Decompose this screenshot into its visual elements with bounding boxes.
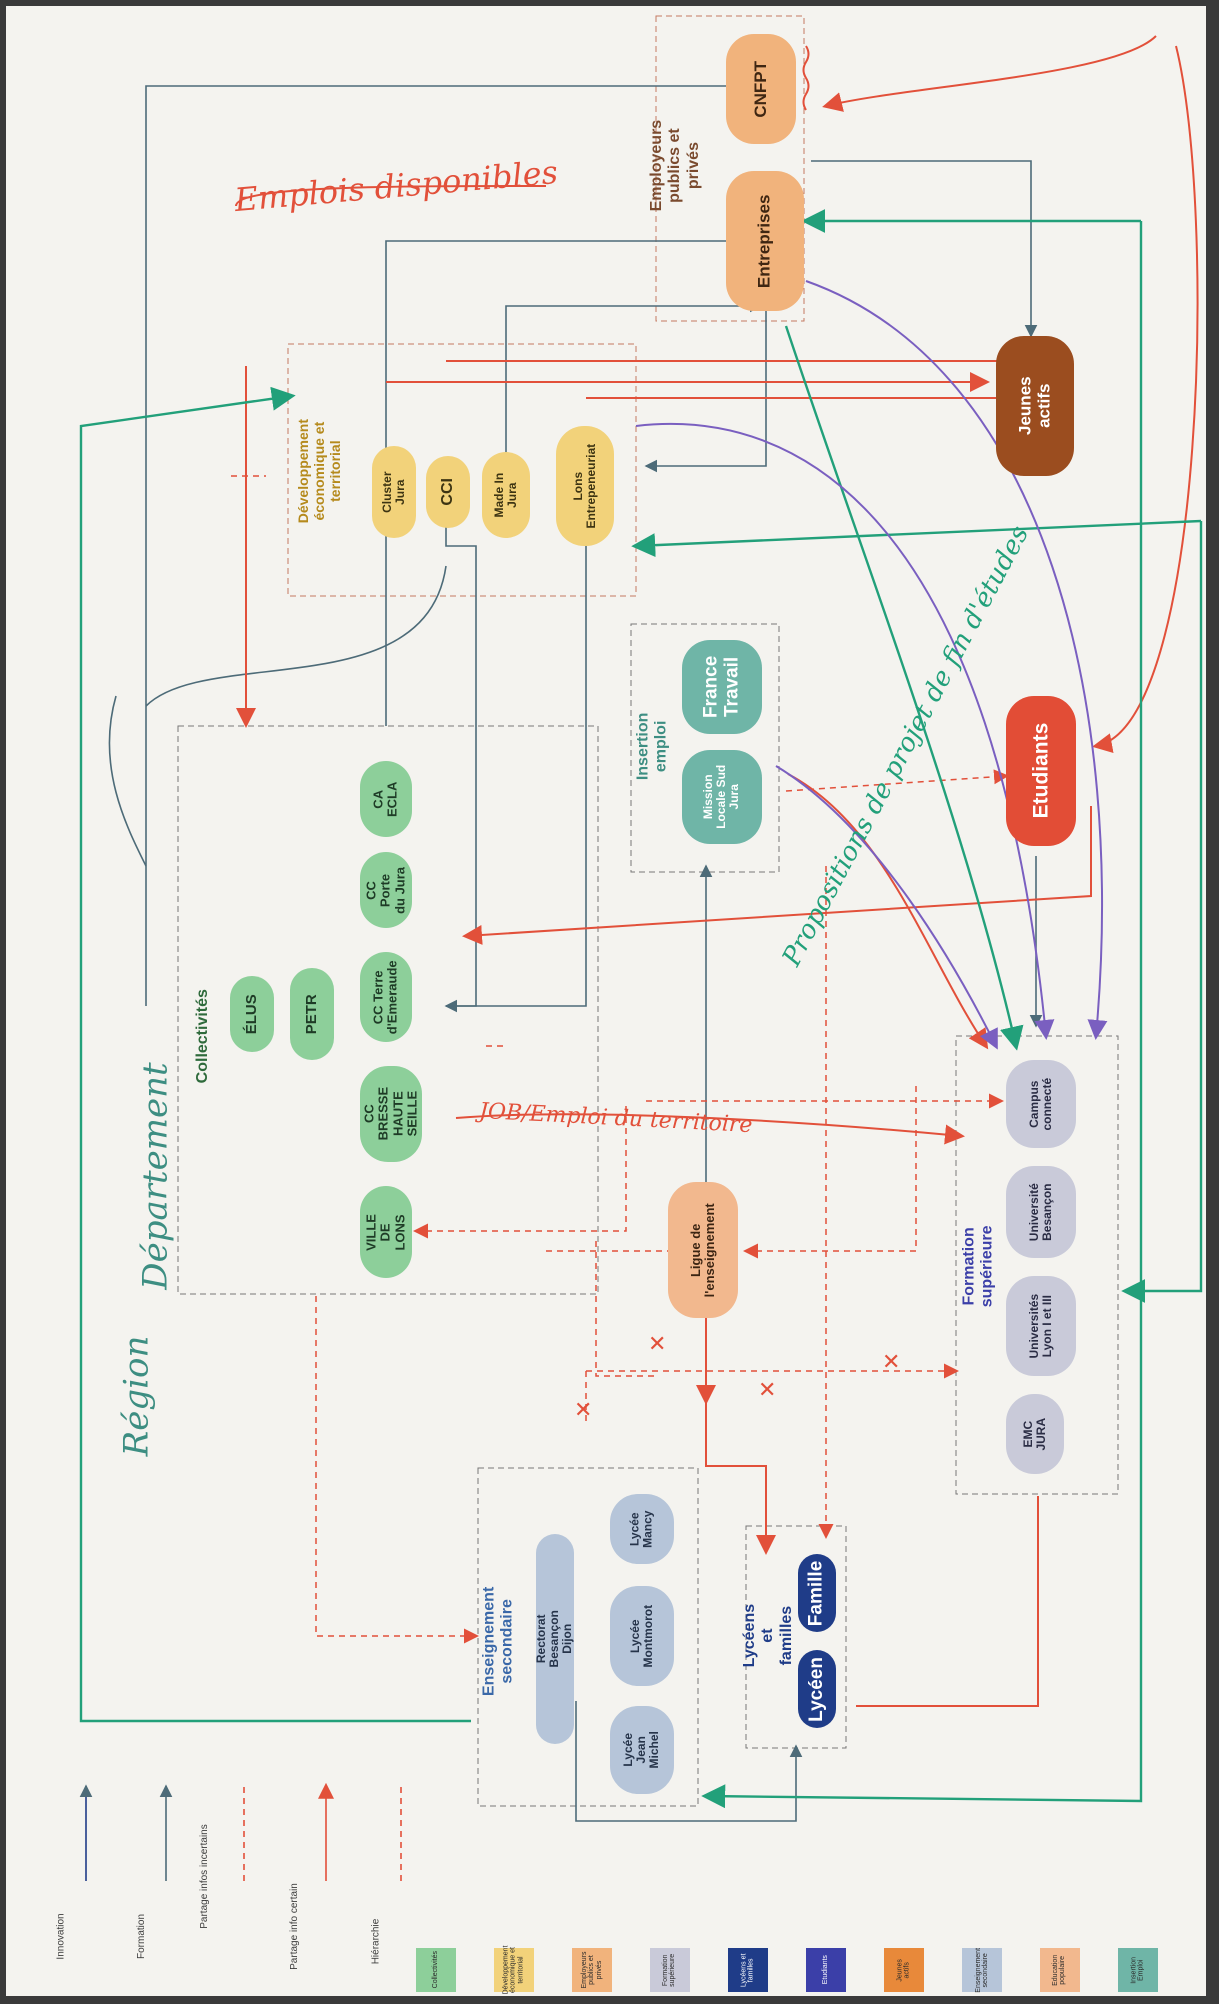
poster: Employeurs publics et privés Développeme… [6,6,1206,1996]
node-universite-besancon[interactable]: Université Besançon [1006,1166,1076,1258]
legend-swatch-label: Enseignement secondaire [974,1947,990,1993]
node-campus-connecte[interactable]: Campus connecté [1006,1060,1076,1148]
node-lons-entrepreneuriat[interactable]: Lons Entrepeneuriat [556,426,614,546]
legend-swatch-label: Jeunes actifs [896,1958,911,1982]
node-cc-terre-emeraude[interactable]: CC Terre d'Emeraude [360,952,412,1042]
legend-hierarchie: Hiérarchie [370,1918,382,1964]
node-cci[interactable]: CCI [426,456,470,528]
node-mission-locale[interactable]: Mission Locale Sud Jura [682,750,762,844]
node-lyceen[interactable]: Lycéen [798,1650,836,1728]
node-jeunes-actifs[interactable]: Jeunes actifs [996,336,1074,476]
node-ligue-enseignement[interactable]: Ligue de l'enseignement [668,1182,738,1318]
group-box-enseignement [477,1467,699,1807]
node-cluster-jura[interactable]: Cluster Jura [372,446,416,538]
group-title-developpement: Développement économique et territorial [294,418,344,524]
group-title-employeurs: Employeurs publics et privés [648,120,703,212]
annotation-job-emploi: JOB/Emploi du territoire [478,1098,754,1138]
group-title-enseignement: Enseignement secondaire [480,1586,517,1696]
node-petr[interactable]: PETR [290,968,334,1060]
node-rectorat[interactable]: Rectorat Besançon Dijon [534,1534,575,1744]
cross-mark-4: ✕ [882,1350,901,1375]
node-elus[interactable]: ÉLUS [230,976,274,1052]
group-box-developpement [287,343,637,597]
legend-swatch-label: Développement économique et territorial [502,1945,525,1995]
legend-swatch: Education populaire [1040,1948,1080,1992]
node-lycee-mancy[interactable]: Lycée Mancy [610,1494,674,1564]
legend-swatch: Collectivités [416,1948,456,1992]
annotation-propositions: Propositions de projet de fin d'études [776,520,1036,972]
cross-mark-2: ✕ [648,1332,667,1357]
legend-swatch: Etudiants [806,1948,846,1992]
legend-swatch: Développement économique et territorial [494,1945,534,1995]
connectors-layer [79,15,1203,1881]
legend-swatch-label: Insertion Emploi [1130,1956,1145,1984]
node-ville-lons[interactable]: VILLE DE LONS [360,1186,412,1278]
legend-swatch-label: Formation supérieure [662,1953,677,1987]
node-lycee-montmorot[interactable]: Lycée Montmorot [610,1586,674,1686]
legend-swatch-label: Education populaire [1052,1954,1067,1986]
legend-swatch: Enseignement secondaire [962,1948,1002,1992]
cross-mark-3: ✕ [758,1378,777,1403]
node-lycee-jean-michel[interactable]: Lycée Jean Michel [610,1706,674,1794]
legend-swatch-label: Employeurs publics et privés [580,1951,603,1989]
node-cc-porte-jura[interactable]: CC Porte du Jura [360,852,412,928]
node-cc-bresse[interactable]: CC BRESSE HAUTE SEILLE [360,1066,422,1162]
legend-swatch: Jeunes actifs [884,1948,924,1992]
annotation-region: Région [116,1335,157,1457]
node-emc-jura[interactable]: EMC JURA [1006,1394,1064,1474]
group-box-employeurs [655,15,805,322]
annotation-departement: Département [136,1062,176,1290]
legend-swatch: Employeurs publics et privés [572,1948,612,1992]
group-title-collectivites: Collectivités [193,988,211,1084]
legend-partage-incertain: Partage infos incertains [198,1823,210,1929]
legend-partage-certain: Partage info certain [288,1882,300,1970]
group-title-lyceens: Lycéens et familles [741,1604,796,1668]
legend-swatch: Insertion Emploi [1118,1948,1158,1992]
node-entreprises[interactable]: Entreprises [726,171,804,311]
node-etudiants[interactable]: Etudiants [1006,696,1076,846]
node-france-travail[interactable]: France Travail [682,640,762,734]
legend-swatch-label: Etudiants [822,1955,830,1985]
node-ca-ecla[interactable]: CA ECLA [360,761,412,837]
legend-swatch: Lycéens et familles [728,1948,768,1992]
group-title-formation-sup: Formation supérieure [960,1225,996,1307]
annotation-emplois-disponibles: Emplois disponibles [232,152,560,220]
node-universites-lyon[interactable]: Universités Lyon I et III [1006,1276,1076,1376]
legend-swatch: Formation supérieure [650,1948,690,1992]
node-made-in-jura[interactable]: Made In Jura [482,452,530,538]
group-box-collectivites [177,725,599,1295]
node-famille[interactable]: Famille [798,1554,836,1632]
legend-swatch-label: Lycéens et familles [740,1953,755,1987]
cross-mark-1: ✕ [574,1398,593,1423]
legend-formation: Formation [135,1913,147,1959]
node-cnfpt[interactable]: CNFPT [726,34,796,144]
legend-swatch-label: Collectivités [432,1951,440,1989]
legend-innovation: Innovation [55,1912,67,1960]
